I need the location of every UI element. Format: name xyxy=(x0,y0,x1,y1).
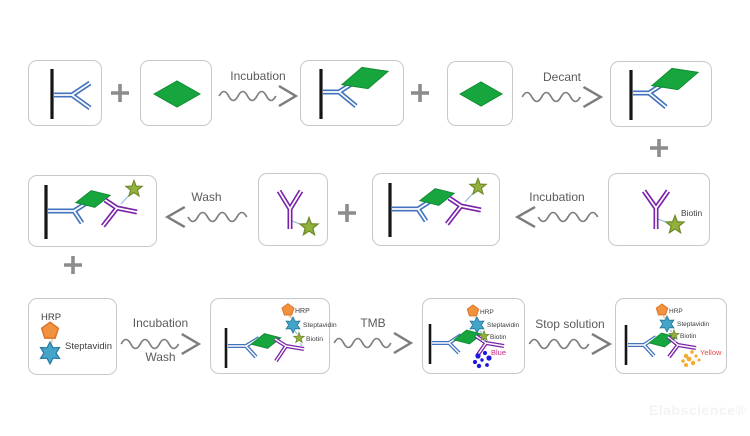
capture-antibody-icon xyxy=(48,199,90,225)
wavy-arrow-right-icon xyxy=(333,331,414,355)
box-full-complex-labeled: HRP Steptavidin Biotin xyxy=(210,298,337,374)
wavy-arrow-right-icon xyxy=(521,85,604,109)
biotin-label: Biotin xyxy=(681,208,703,218)
arrow-incubation-1-label: Incubation xyxy=(230,69,286,83)
wavy-arrow-left-icon xyxy=(514,205,599,229)
antigen-diamond-icon xyxy=(458,81,504,107)
arrow-tmb: TMB xyxy=(331,316,415,358)
arrow-stop-solution: Stop solution xyxy=(526,317,614,359)
detection-antibody-icon xyxy=(445,195,482,226)
antigen-diamond-icon xyxy=(152,80,202,108)
chain-linker-line xyxy=(669,329,677,343)
steptavidin-star-icon xyxy=(469,316,485,334)
antigen-diamond-icon xyxy=(250,333,282,349)
wavy-arrow-left-icon xyxy=(164,205,248,229)
detection-antibody-icon xyxy=(641,189,671,229)
box-antigen-2 xyxy=(447,61,513,126)
hrp-label: HRP xyxy=(480,309,494,316)
plus-icon xyxy=(411,84,429,102)
yellow-product-dots-icon xyxy=(681,350,701,367)
elabscience-watermark: Elabscience® xyxy=(649,402,747,418)
box-sandwich-complex xyxy=(372,173,500,246)
arrow-incubation-1: Incubation xyxy=(216,69,300,111)
wavy-arrow-right-icon xyxy=(218,84,299,108)
arrow-tmb-label: TMB xyxy=(360,316,386,330)
steptavidin-label: Steptavidin xyxy=(487,322,520,329)
chain-linker-line xyxy=(294,330,303,347)
plus-icon xyxy=(650,139,668,157)
arrow-incubation-2-label: Incubation xyxy=(529,190,585,204)
plus-icon xyxy=(338,204,356,222)
steptavidin-star-icon xyxy=(39,341,61,365)
capture-antibody-icon xyxy=(392,197,434,223)
wavy-arrow-right-icon xyxy=(528,332,613,356)
detection-antibody-icon xyxy=(273,337,305,363)
arrow-incubation-wash: Incubation Wash xyxy=(118,316,203,372)
biotin-star-icon xyxy=(125,179,143,197)
chain-linker-line xyxy=(479,330,486,343)
biotin-star-icon xyxy=(665,214,685,234)
capture-antibody-icon xyxy=(628,335,658,358)
box-antibody-antigen-decanted xyxy=(610,61,712,127)
biotin-label: Biotin xyxy=(680,333,697,340)
capture-antibody-icon xyxy=(54,80,92,111)
arrow-incubation-2: Incubation xyxy=(513,190,601,232)
hrp-linker-line xyxy=(288,315,293,319)
hrp-label: HRP xyxy=(295,308,310,315)
hrp-label: HRP xyxy=(41,312,61,323)
biotin-label: Biotin xyxy=(306,336,323,343)
antigen-diamond-icon xyxy=(650,67,700,91)
box-antibody-antigen-complex xyxy=(300,60,404,126)
steptavidin-label: Steptavidin xyxy=(65,341,112,352)
plus-icon xyxy=(64,256,82,274)
arrow-incubation-3-label: Incubation xyxy=(132,316,189,330)
box-sandwich-washed xyxy=(28,175,157,247)
antigen-diamond-icon xyxy=(74,190,112,208)
blue-result-label: Blue xyxy=(491,348,506,357)
arrow-decant-label: Decant xyxy=(542,70,582,84)
box-detection-antibody xyxy=(258,173,328,246)
steptavidin-label: Steptavidin xyxy=(677,321,710,328)
hrp-pentagon-icon xyxy=(466,304,480,317)
detection-antibody-icon xyxy=(276,189,304,229)
capture-antibody-icon xyxy=(228,336,261,359)
biotin-star-icon xyxy=(299,216,319,236)
box-biotin-detection-antibody: Biotin xyxy=(608,173,710,246)
yellow-result-label: Yellow xyxy=(700,348,722,357)
antigen-diamond-icon xyxy=(418,188,456,206)
arrow-wash-2-label: Wash xyxy=(145,350,176,364)
plus-icon xyxy=(111,84,129,102)
box-hrp-steptavidin: HRP Steptavidin xyxy=(28,298,117,375)
wavy-arrow-right-icon xyxy=(120,332,202,356)
detection-antibody-icon xyxy=(474,334,505,358)
arrow-decant: Decant xyxy=(519,70,605,112)
steptavidin-star-icon xyxy=(659,315,675,333)
arrow-wash-1-label: Wash xyxy=(191,190,222,204)
box-stopped-yellow-result: HRP Steptavidin Biotin Yellow xyxy=(615,298,727,374)
box-capture-antibody-well xyxy=(28,60,102,126)
blue-substrate-dots-icon xyxy=(472,350,492,369)
biotin-label: Biotin xyxy=(490,334,507,341)
arrow-stop-solution-label: Stop solution xyxy=(535,317,605,331)
box-antigen xyxy=(140,60,212,126)
box-tmb-blue-result: HRP Steptavidin Biotin Blue xyxy=(422,298,525,374)
hrp-pentagon-icon xyxy=(40,321,60,339)
detection-antibody-icon xyxy=(101,197,138,228)
steptavidin-star-icon xyxy=(285,316,301,334)
biotin-star-icon xyxy=(293,332,305,343)
arrow-wash-1: Wash xyxy=(163,190,250,232)
biotin-star-icon xyxy=(469,177,487,195)
detection-antibody-icon xyxy=(666,335,697,359)
hrp-pentagon-icon xyxy=(281,303,295,316)
antigen-diamond-icon xyxy=(340,66,390,90)
steptavidin-label: Steptavidin xyxy=(303,322,337,329)
hrp-linker-line xyxy=(662,315,666,319)
hrp-label: HRP xyxy=(669,308,683,315)
hrp-pentagon-icon xyxy=(655,303,669,316)
